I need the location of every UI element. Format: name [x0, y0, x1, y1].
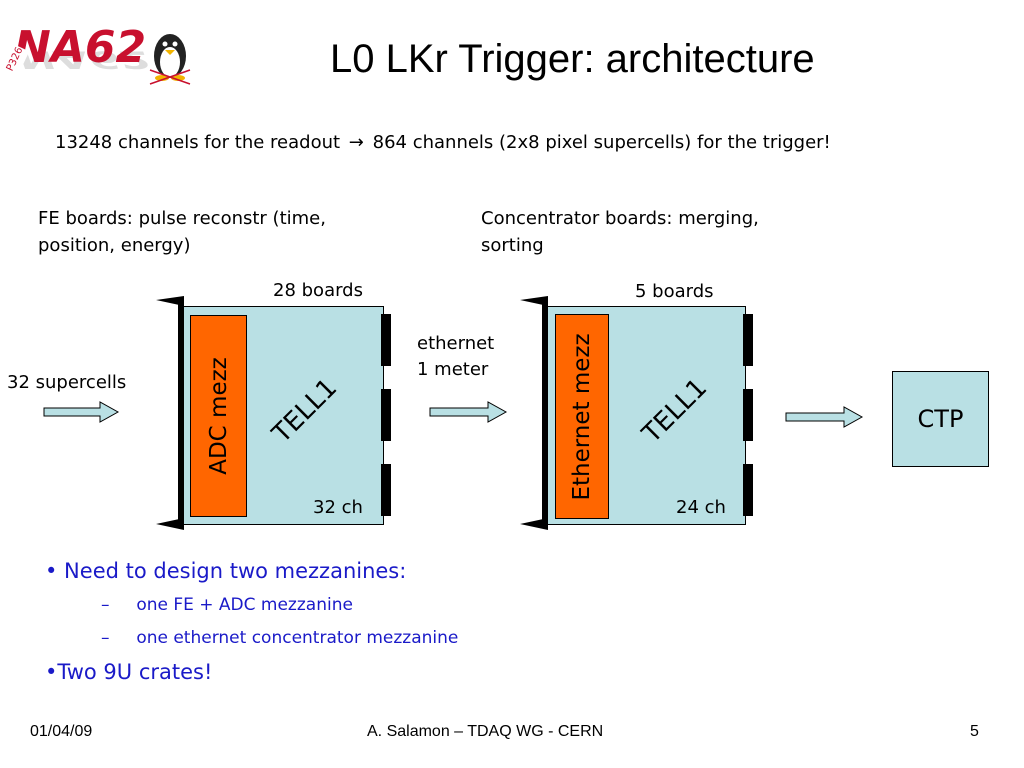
adc-mezz-label: ADC mezz: [205, 357, 232, 475]
fe-front-panel: [156, 296, 184, 530]
ethernet-mezz-label: Ethernet mezz: [569, 332, 595, 501]
fe-caption-line1: FE boards: pulse reconstr (time,: [38, 208, 326, 229]
intro-right: 864 channels (2x8 pixel supercells) for …: [372, 132, 831, 153]
fe-channels: 32 ch: [313, 497, 363, 518]
adc-mezzanine: ADC mezz: [190, 315, 247, 517]
intro-left: 13248 channels for the readout: [55, 132, 341, 153]
bullet-sub-2-dash: –: [101, 628, 110, 648]
concentrator-caption-line1: Concentrator boards: merging,: [481, 208, 759, 229]
fe-caption-line2: position, energy): [38, 235, 191, 256]
footer-date: 01/04/09: [30, 723, 93, 740]
fe-connector-1: [381, 314, 391, 366]
ctp-box: CTP: [892, 371, 989, 467]
bullet-sub-1: – one FE + ADC mezzanine: [101, 595, 353, 615]
fe-boards-count: 28 boards: [273, 280, 363, 301]
penguin-logo-icon: [149, 34, 191, 85]
ethernet-link-line1: ethernet: [417, 333, 495, 354]
intro-line: 13248 channels for the readout → 864 cha…: [55, 132, 831, 153]
fe-caption: FE boards: pulse reconstr (time, positio…: [38, 205, 326, 259]
input-label: 32 supercells: [7, 372, 127, 393]
bullet-sub-2-text: one ethernet concentrator mezzanine: [136, 628, 459, 648]
concentrator-channels: 24 ch: [676, 497, 726, 518]
bullet-sub-1-text: one FE + ADC mezzanine: [136, 595, 353, 615]
concentrator-connector-1: [743, 314, 753, 366]
ethernet-link-line2: 1 meter: [417, 359, 489, 380]
page-title: L0 LKr Trigger: architecture: [330, 37, 815, 81]
concentrator-caption: Concentrator boards: merging, sorting: [481, 205, 759, 259]
ethernet-arrow-icon: [429, 401, 508, 423]
footer-page-number: 5: [970, 723, 979, 740]
bullet-second: •Two 9U crates!: [45, 660, 213, 684]
concentrator-front-panel: [520, 296, 548, 530]
right-arrow-icon: →: [348, 132, 364, 153]
bullet-sub-1-dash: –: [101, 595, 110, 615]
ctp-label: CTP: [917, 405, 964, 433]
concentrator-connector-2: [743, 389, 753, 441]
logo: NA62 NA62 P326: [0, 14, 200, 98]
concentrator-boards-count: 5 boards: [635, 281, 714, 302]
ctp-arrow-icon: [785, 406, 864, 428]
fe-connector-3: [381, 464, 391, 516]
logo-graphic: NA62 NA62 P326: [0, 22, 191, 85]
input-arrow-icon: [43, 401, 120, 423]
concentrator-caption-line2: sorting: [481, 235, 544, 256]
fe-connector-2: [381, 389, 391, 441]
footer-center: A. Salamon – TDAQ WG - CERN: [367, 723, 604, 740]
bullet-sub-2: – one ethernet concentrator mezzanine: [101, 628, 458, 648]
svg-text:NA62: NA62: [18, 45, 150, 73]
ethernet-mezzanine: Ethernet mezz: [555, 314, 609, 519]
bullet-main: • Need to design two mezzanines:: [45, 559, 407, 583]
ethernet-link-label: ethernet 1 meter: [417, 331, 494, 383]
concentrator-connector-3: [743, 464, 753, 516]
logo-text: NA62: [14, 22, 146, 73]
